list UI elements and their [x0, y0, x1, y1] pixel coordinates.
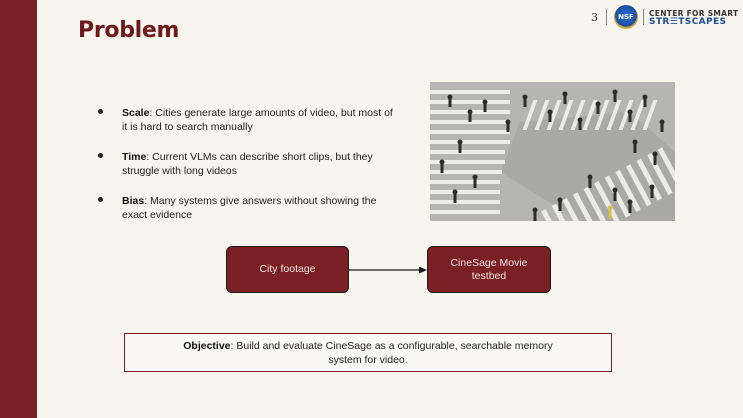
slide-title: Problem	[78, 18, 180, 43]
center-logo: CENTER FOR SMART STR☰TSCAPES	[649, 9, 738, 27]
objective-box: Objective: Build and evaluate CineSage a…	[124, 333, 612, 372]
bullet-text: : Cities generate large amounts of video…	[122, 107, 393, 133]
crosswalk-photo	[430, 82, 675, 221]
header-divider	[606, 9, 607, 25]
arrow-right-icon	[349, 266, 427, 274]
bullet-dot-icon	[98, 153, 103, 158]
bullet-label: Bias	[122, 195, 145, 207]
objective-text-line1: : Build and evaluate CineSage as a confi…	[230, 340, 553, 352]
bullet-item-scale: Scale: Cities generate large amounts of …	[96, 106, 396, 134]
crosswalk-photo-icon	[430, 82, 675, 221]
page-number: 3	[591, 11, 598, 24]
bullet-dot-icon	[98, 109, 103, 114]
cinesage-label-line2: testbed	[471, 269, 507, 282]
bullet-item-bias: Bias: Many systems give answers without …	[96, 194, 396, 222]
bullet-text: : Many systems give answers without show…	[122, 195, 377, 221]
bullet-list: Scale: Cities generate large amounts of …	[96, 106, 396, 238]
objective-label: Objective	[183, 340, 231, 352]
center-logo-line1: CENTER FOR SMART	[649, 9, 739, 18]
city-footage-box: City footage	[226, 246, 349, 293]
bullet-label: Time	[122, 151, 147, 163]
bullet-label: Scale	[122, 107, 150, 119]
sidebar-accent-bar	[0, 0, 37, 418]
center-logo-line2: STR☰TSCAPES	[649, 17, 727, 27]
bullet-text: : Current VLMs can describe short clips,…	[122, 151, 373, 177]
nsf-logo-icon: NSF	[614, 5, 638, 29]
objective-text-line2: system for video.	[328, 354, 408, 366]
bullet-item-time: Time: Current VLMs can describe short cl…	[96, 150, 396, 178]
city-footage-label: City footage	[259, 263, 316, 275]
header-divider-2	[643, 9, 644, 25]
cinesage-label-line1: CineSage Movie	[450, 256, 528, 269]
bullet-dot-icon	[98, 197, 103, 202]
cinesage-testbed-box: CineSage Movie testbed	[427, 246, 551, 293]
